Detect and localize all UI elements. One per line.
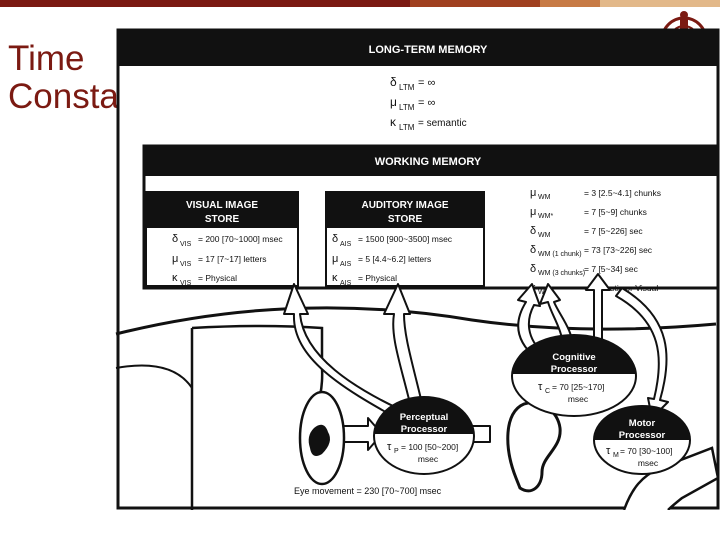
- motor-unit: msec: [638, 458, 659, 468]
- perceptual-tau-sub: P: [394, 448, 399, 455]
- wm-param-symbol: μ: [530, 187, 536, 199]
- ais-kappa-symbol: κ: [332, 272, 338, 284]
- perceptual-unit: msec: [418, 454, 439, 464]
- accent-segment-pale: [600, 0, 720, 7]
- vis-delta-value: = 200 [70~1000] msec: [198, 234, 283, 244]
- vis-kappa-value: = Physical: [198, 273, 237, 283]
- ltm-delta-symbol: δ: [390, 75, 397, 89]
- motor-name-line2: Processor: [619, 430, 666, 441]
- vis-delta-sub: VIS: [180, 241, 192, 248]
- perceptual-name-line1: Perceptual: [400, 412, 449, 423]
- ltm-delta-sub: LTM: [399, 83, 415, 92]
- motor-value: = 70 [30~100]: [620, 446, 672, 456]
- cognitive-processor: Cognitive Processor τ C = 70 [25~170] ms…: [511, 334, 637, 417]
- model-human-processor-diagram: LONG-TERM MEMORY δ LTM = ∞ μ LTM = ∞ κ L…: [115, 28, 720, 510]
- wm-param-symbol: δ: [530, 244, 536, 256]
- cognitive-value: = 70 [25~170]: [552, 382, 604, 392]
- wm-param-sub: WM*: [538, 213, 553, 220]
- cognitive-unit: msec: [568, 394, 589, 404]
- slide-title-line1: Time: [8, 39, 85, 78]
- vis-mu-sub: VIS: [180, 261, 192, 268]
- hand-icon: [622, 446, 720, 510]
- wm-param-value: = 3 [2.5~4.1] chunks: [584, 188, 661, 198]
- wm-param-sub: WM (3 chunks): [538, 270, 585, 277]
- ltm-delta-value: = ∞: [418, 77, 435, 89]
- ltm-mu-value: = ∞: [418, 97, 435, 109]
- wm-param-value: = 7 [5~34] sec: [584, 264, 639, 274]
- cognitive-tau-sub: C: [545, 388, 550, 395]
- motor-processor: Motor Processor τ M = 70 [30~100] msec: [593, 405, 691, 475]
- arrow-wm-to-cognitive-1: [517, 283, 545, 359]
- motor-tau-symbol: τ: [606, 445, 611, 457]
- wm-param-sub: WM (1 chunk): [538, 251, 582, 258]
- motor-name-line1: Motor: [629, 418, 656, 429]
- ais-mu-sub: AIS: [340, 261, 352, 268]
- vis-mu-symbol: μ: [172, 253, 178, 265]
- perceptual-processor: Perceptual Processor τ P = 100 [50~200] …: [373, 396, 475, 475]
- ais-title-line1: AUDITORY IMAGE: [361, 200, 448, 211]
- ltm-header: LONG-TERM MEMORY: [369, 44, 488, 56]
- accent-segment-light: [540, 0, 600, 7]
- vis-title-bar: [146, 192, 298, 228]
- arrow-perceptual-to-visual-store: [283, 283, 411, 421]
- wm-param-sub: WM: [538, 232, 551, 239]
- cognitive-name-line1: Cognitive: [552, 352, 595, 363]
- perceptual-value: = 100 [50~200]: [401, 442, 458, 452]
- ltm-kappa-value: = semantic: [418, 118, 467, 129]
- ais-mu-symbol: μ: [332, 253, 338, 265]
- wm-param-symbol: δ: [530, 225, 536, 237]
- vis-title-line2: STORE: [205, 214, 240, 225]
- ltm-mu-sub: LTM: [399, 103, 415, 112]
- ais-title-line2: STORE: [388, 214, 423, 225]
- vis-kappa-symbol: κ: [172, 272, 178, 284]
- ltm-mu-symbol: μ: [390, 95, 397, 109]
- wm-header-bar: [144, 146, 718, 176]
- motor-tau-sub: M: [613, 452, 619, 459]
- cognitive-name-line2: Processor: [551, 364, 598, 375]
- accent-segment-mid: [410, 0, 540, 7]
- vis-mu-value: = 17 [7~17] letters: [198, 254, 267, 264]
- wm-header: WORKING MEMORY: [375, 156, 482, 168]
- accent-segment-dark: [0, 0, 410, 7]
- ais-kappa-sub: AIS: [340, 280, 352, 287]
- ltm-header-bar: [118, 30, 718, 66]
- head-profile-line: [115, 306, 717, 336]
- wm-param-symbol: μ: [530, 206, 536, 218]
- eye-icon: [298, 390, 346, 486]
- arrow-perceptual-to-auditory-store: [383, 283, 425, 413]
- wm-param-value: = 7 [5~9] chunks: [584, 207, 647, 217]
- vis-title-line1: VISUAL IMAGE: [186, 200, 258, 211]
- cognitive-tau-symbol: τ: [538, 381, 543, 393]
- vis-kappa-sub: VIS: [180, 280, 192, 287]
- ais-title-bar: [326, 192, 484, 228]
- top-accent-bar: [0, 0, 720, 7]
- ltm-kappa-symbol: κ: [390, 115, 397, 129]
- ais-mu-value: = 5 [4.4~6.2] letters: [358, 254, 431, 264]
- head-back-line: [115, 364, 193, 389]
- wm-param-value: = 73 [73~226] sec: [584, 245, 653, 255]
- wm-param-sub: WM: [538, 194, 551, 201]
- perceptual-tau-symbol: τ: [387, 441, 392, 453]
- eye-movement-label: Eye movement = 230 [70~700] msec: [294, 486, 442, 496]
- vis-delta-symbol: δ: [172, 233, 178, 245]
- ais-delta-symbol: δ: [332, 233, 338, 245]
- ear-icon: [506, 401, 562, 493]
- wm-param-symbol: δ: [530, 263, 536, 275]
- ais-delta-sub: AIS: [340, 241, 352, 248]
- ais-delta-value: = 1500 [900~3500] msec: [358, 234, 453, 244]
- ltm-kappa-sub: LTM: [399, 123, 415, 132]
- ais-kappa-value: = Physical: [358, 273, 397, 283]
- wm-param-value: = 7 [5~226] sec: [584, 226, 643, 236]
- perceptual-name-line2: Processor: [401, 424, 448, 435]
